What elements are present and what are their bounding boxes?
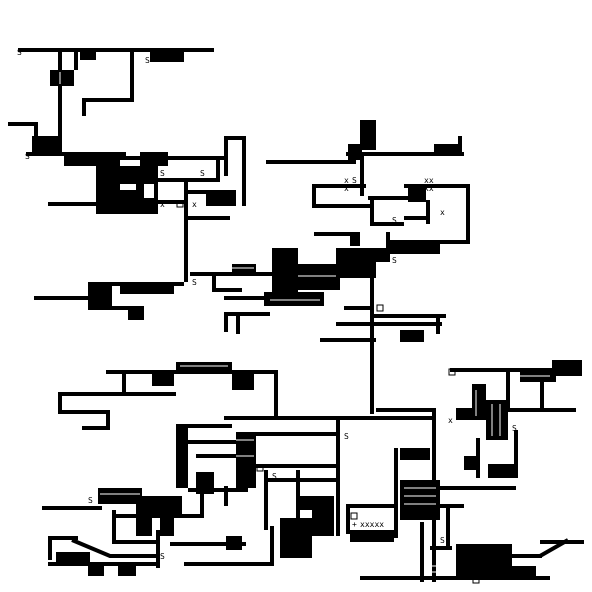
stairs-marker: S (344, 432, 349, 441)
corridors-top-left (8, 48, 246, 282)
crossing-marker: xx (424, 176, 434, 185)
stairs-marker: S (192, 278, 197, 287)
stairs-marker: S (25, 152, 30, 161)
crossing-marker: xxxxx (360, 520, 384, 529)
stairs-marker: S (440, 536, 445, 545)
stairs-marker: S (145, 56, 150, 65)
crossing-marker: x (192, 200, 197, 209)
stairs-marker: S (216, 367, 221, 376)
stairs-marker: S (272, 472, 277, 481)
room-outline-top-left (120, 184, 154, 198)
crossing-marker: x (448, 416, 453, 425)
crossing-marker: xx (288, 248, 298, 257)
crossing-marker: xx (288, 256, 298, 265)
stairs-marker: S (160, 169, 165, 178)
hatched-details (59, 72, 550, 573)
diagonal-corridor-bottom-left (71, 538, 160, 558)
corridors-bottom-left (42, 488, 246, 576)
corridors-right-middle (346, 360, 584, 582)
crossing-marker: xx (424, 184, 434, 193)
corridors-top-right (266, 120, 470, 262)
stairs-marker: S (160, 552, 165, 561)
stairs-marker: S (352, 176, 357, 185)
stairs-marker: S (392, 256, 397, 265)
crossing-marker: x (160, 200, 165, 209)
crossing-marker: x (344, 176, 349, 185)
stairs-marker: S (17, 48, 22, 57)
markers: S S S S S S S S S S S S S S S S xx xx x … (17, 48, 517, 561)
diagonal-corridor-bottom-right (539, 538, 569, 558)
corridors-left-middle (34, 282, 184, 320)
corridors-center-south (176, 420, 340, 566)
plus-marker: + (352, 520, 357, 529)
stairs-marker: S (392, 216, 397, 225)
stairs-marker: S (512, 424, 517, 433)
crossing-marker: x (344, 184, 349, 193)
crossing-marker: x (440, 208, 445, 217)
stairs-marker: S (88, 496, 93, 505)
box-markers (96, 200, 480, 584)
stairs-marker: S (200, 169, 205, 178)
